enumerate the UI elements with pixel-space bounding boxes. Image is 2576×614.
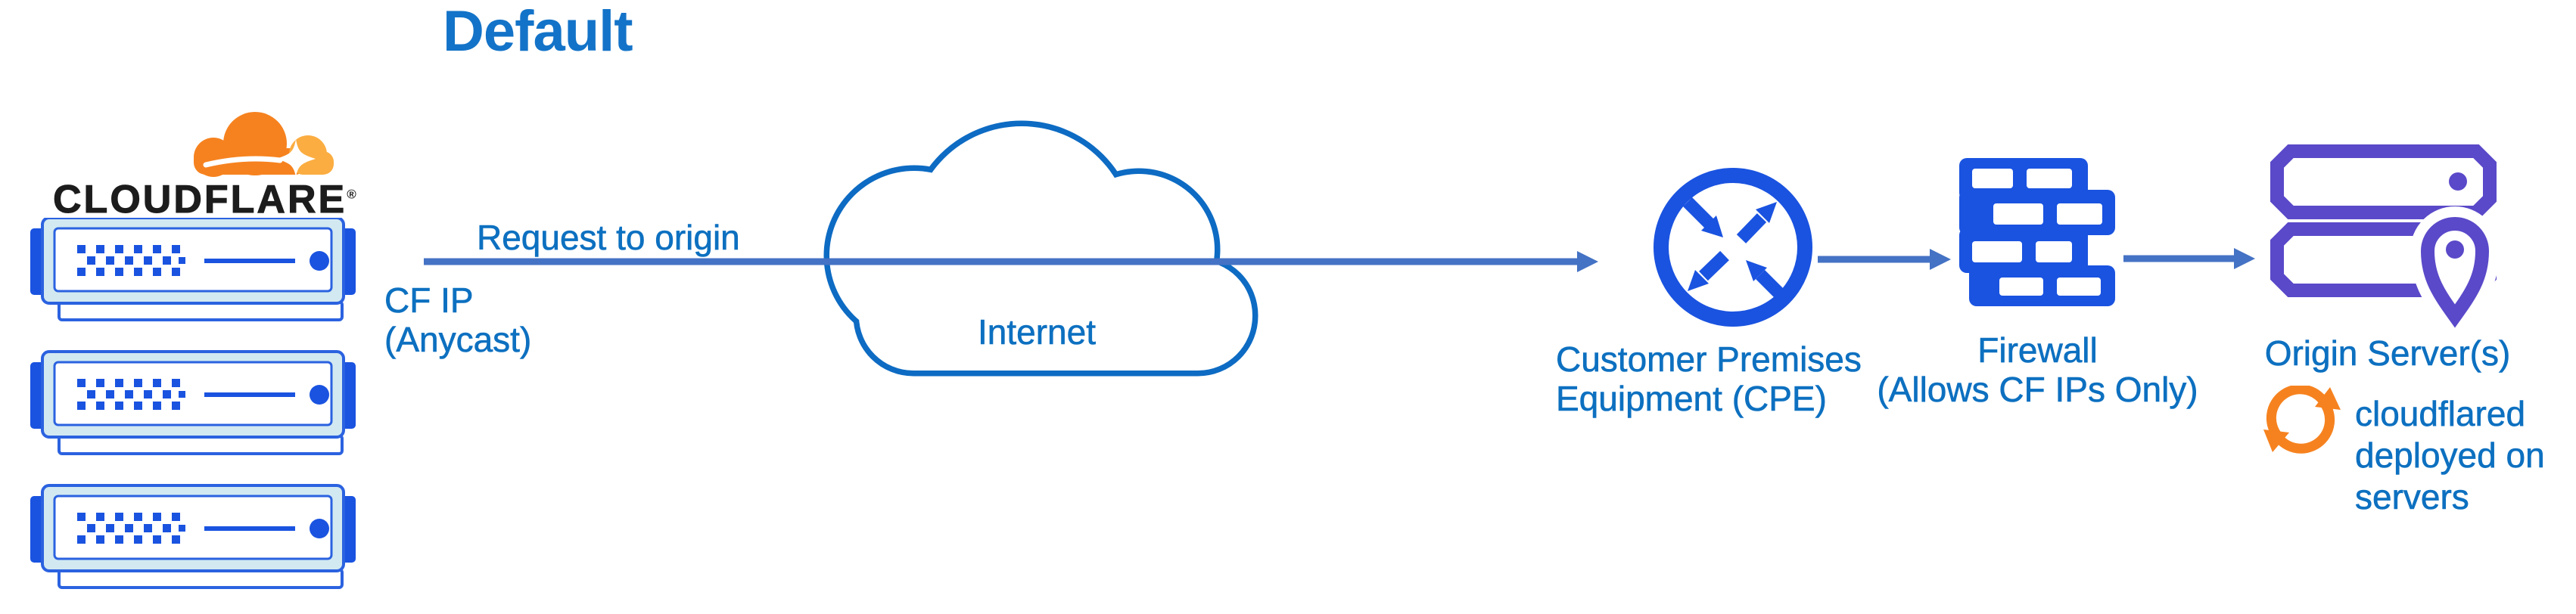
cpe-router-icon (1654, 168, 1812, 327)
firewall-to-origin-arrow-icon (2123, 248, 2255, 269)
anycast-line: (Anycast) (384, 319, 532, 360)
cpe-to-firewall-arrow-icon (1818, 249, 1951, 270)
cloudflare-wordmark: CLOUDFLARE® (52, 177, 371, 222)
firewall-icon (1959, 158, 2115, 306)
request-flow-arrow-icon (424, 251, 1598, 272)
origin-servers-icon (2270, 144, 2500, 329)
internet-label: Internet (978, 312, 1097, 352)
edge-server-icon (30, 218, 356, 320)
internet-cloud-icon (823, 120, 1258, 377)
origin-servers-label: Origin Server(s) (2264, 333, 2511, 374)
server-bar-icon (2270, 144, 2497, 219)
registered-trademark: ® (347, 187, 356, 202)
cloudflare-logo-icon (194, 112, 334, 177)
firewall-label-line1: Firewall (1977, 330, 2098, 371)
cpe-label-line1: Customer Premises (1556, 340, 1862, 380)
edge-server-icon (30, 352, 356, 454)
firewall-label: Firewall(Allows CF IPs Only) (1865, 330, 2210, 410)
sync-arrows-icon (2263, 386, 2341, 454)
edge-server-stack-icon (30, 218, 356, 591)
cf-ip-line: CF IP (384, 281, 474, 321)
edge-server-icon (30, 485, 356, 588)
firewall-label-line2: (Allows CF IPs Only) (1877, 369, 2198, 410)
location-pin-icon (2410, 206, 2500, 329)
cloudflare-wordmark-text: CLOUDFLARE (52, 178, 347, 222)
diagram-title: Default (443, 0, 633, 64)
cf-ip-anycast-label: CF IP(Anycast) (384, 281, 532, 360)
request-to-origin-label: Request to origin (477, 218, 740, 258)
cloudflared-note: cloudflared deployed on servers (2355, 394, 2545, 517)
cpe-label-line2: Equipment (CPE) (1556, 378, 1828, 419)
